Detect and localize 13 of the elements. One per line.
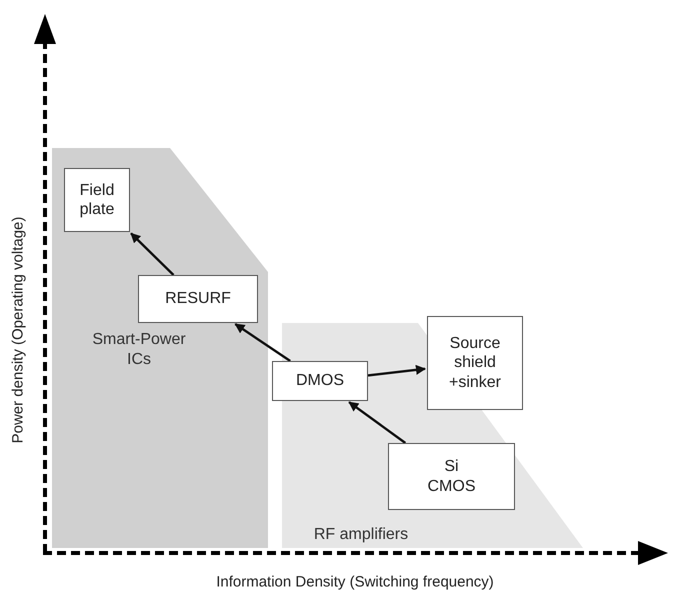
process-box: DMOS <box>272 361 368 401</box>
arrow <box>234 323 291 362</box>
arrow <box>368 364 426 377</box>
axis-title: Power density (Operating voltage) <box>10 216 26 444</box>
process-box: Source shield +sinker <box>427 316 523 410</box>
process-box: RESURF <box>138 275 258 323</box>
arrow <box>130 232 174 276</box>
arrow <box>348 401 406 444</box>
axis-title: Information Density (Switching frequency) <box>216 574 494 590</box>
region-label: RF amplifiers <box>312 525 410 545</box>
process-box: Field plate <box>64 168 130 232</box>
region-label: Smart-Power ICs <box>91 330 187 370</box>
process-box: Si CMOS <box>388 443 515 510</box>
